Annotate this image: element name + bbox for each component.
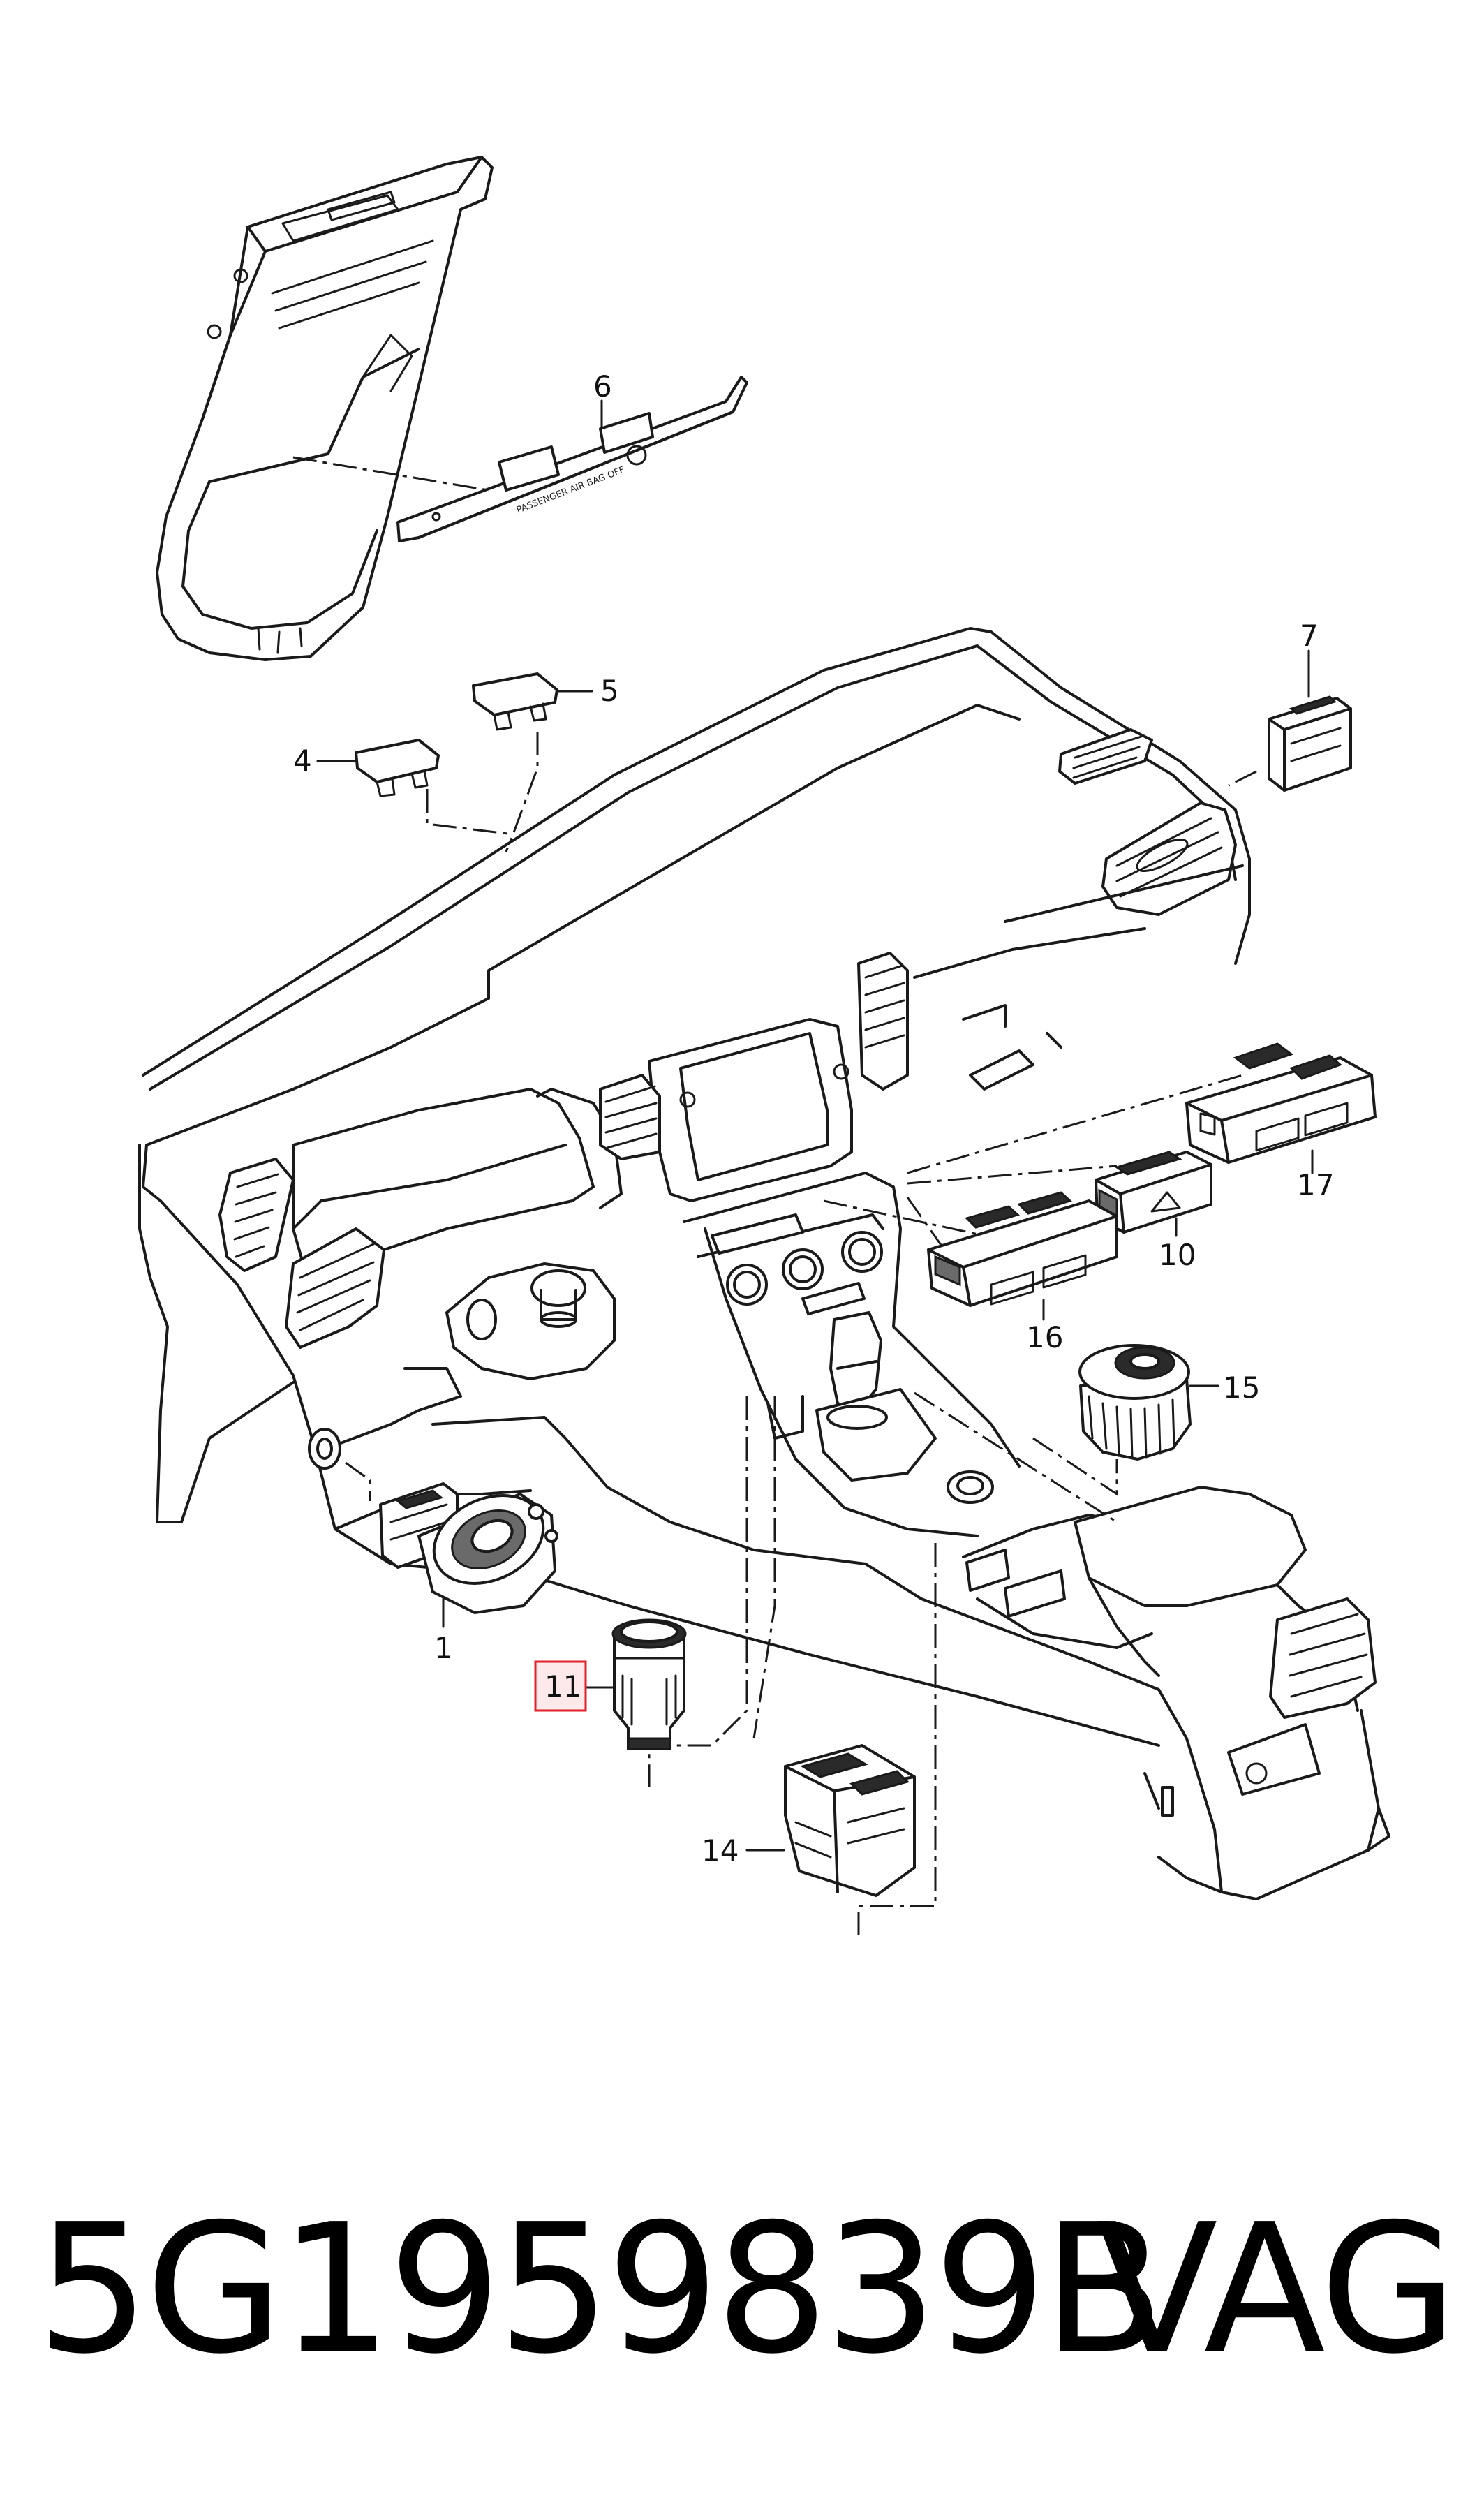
switch-module-part-16 <box>927 1191 1118 1307</box>
headlight-switch-part-1 <box>379 1482 558 1614</box>
clip-part-5 <box>472 672 558 731</box>
exploded-parts-diagram: PASSENGER AIR BAG OFF 6 4 5 7 <box>138 156 1390 1941</box>
callout-16: 16 <box>1026 1320 1063 1354</box>
callout-15: 15 <box>1223 1371 1260 1405</box>
passenger-airbag-indicator-strip: PASSENGER AIR BAG OFF <box>396 376 748 542</box>
callout-7: 7 <box>1300 619 1319 653</box>
callout-11: 11 <box>544 1669 581 1704</box>
clip-part-4 <box>355 739 440 797</box>
switch-module-part-17 <box>1185 1042 1377 1164</box>
callout-14: 14 <box>702 1833 739 1868</box>
brand-label: VAG <box>1096 2186 1457 2393</box>
callout-10: 10 <box>1159 1238 1196 1272</box>
callout-6: 6 <box>593 369 612 404</box>
callout-17: 17 <box>1297 1168 1334 1202</box>
part-number: 5G1959839B <box>36 2186 1164 2393</box>
callout-1: 1 <box>434 1631 453 1665</box>
rotary-knob-part-15 <box>1078 1344 1192 1461</box>
hazard-switch-part-10 <box>1095 1151 1212 1234</box>
ignition-button-part-11 <box>611 1618 687 1750</box>
dashboard-assembly <box>138 627 1390 1900</box>
switch-part-7 <box>1268 695 1352 792</box>
callout-11-highlight <box>534 1660 587 1712</box>
switch-module-part-14 <box>784 1744 916 1897</box>
callout-4: 4 <box>293 744 312 778</box>
footer: 5G1959839B VAG <box>0 2185 1484 2479</box>
callout-5: 5 <box>600 674 619 708</box>
instrument-bezel-frame <box>156 156 494 661</box>
